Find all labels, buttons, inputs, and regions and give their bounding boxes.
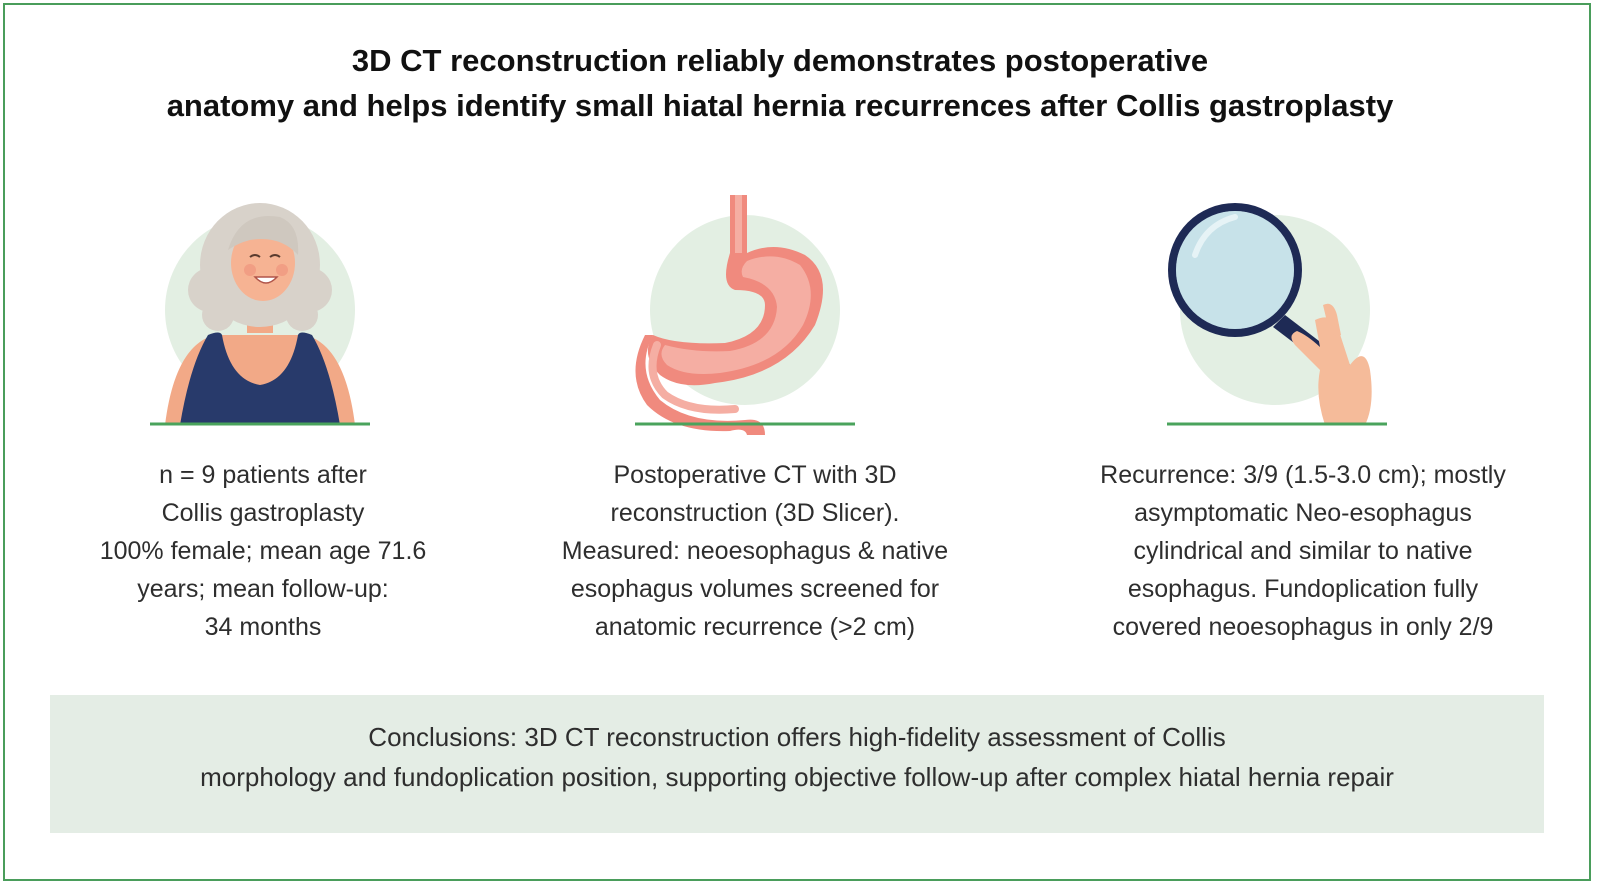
caption-line: esophagus. Fundoplication fully	[1127, 575, 1479, 603]
magnifying-glass-icon	[1168, 203, 1372, 425]
caption-line: asymptomatic Neo-esophagus	[1134, 499, 1472, 527]
panel-results	[1165, 195, 1600, 435]
caption-line: reconstruction (3D Slicer).	[610, 499, 900, 527]
caption-line: 34 months	[204, 613, 322, 641]
caption-line: Recurrence: 3/9 (1.5-3.0 cm); mostly	[1100, 461, 1506, 489]
caption-line: years; mean follow-up:	[137, 575, 389, 603]
caption-method: Postoperative CT with 3D reconstruction …	[525, 456, 985, 646]
conclusion-line-2: morphology and fundoplication position, …	[200, 762, 1394, 792]
infographic-frame	[3, 3, 1591, 881]
caption-line: esophagus volumes screened for	[570, 575, 940, 603]
caption-line: 100% female; mean age 71.6	[99, 537, 427, 565]
caption-line: anatomic recurrence (>2 cm)	[594, 613, 916, 641]
caption-patients: n = 9 patients after Collis gastroplasty…	[33, 456, 493, 646]
caption-line: n = 9 patients after	[159, 461, 367, 489]
panel-patients	[150, 195, 590, 435]
page-title: 3D CT reconstruction reliably demonstrat…	[0, 38, 1560, 128]
caption-line: Collis gastroplasty	[161, 499, 365, 527]
ground-line	[1167, 422, 1387, 426]
caption-line: cylindrical and similar to native	[1133, 537, 1473, 565]
ground-line	[635, 422, 855, 426]
title-line-1: 3D CT reconstruction reliably demonstrat…	[351, 43, 1209, 78]
elderly-woman-icon	[165, 203, 355, 425]
caption-line: Postoperative CT with 3D	[613, 461, 897, 489]
caption-results: Recurrence: 3/9 (1.5-3.0 cm); mostly asy…	[1058, 456, 1548, 646]
caption-line: covered neoesophagus in only 2/9	[1112, 613, 1494, 641]
panel-method	[635, 195, 1075, 435]
conclusion-line-1: Conclusions: 3D CT reconstruction offers…	[368, 722, 1226, 752]
title-line-2: anatomy and helps identify small hiatal …	[166, 88, 1394, 123]
conclusion-box: Conclusions: 3D CT reconstruction offers…	[50, 695, 1544, 833]
stomach-icon	[635, 195, 840, 435]
caption-line: Measured: neoesophagus & native	[561, 537, 949, 565]
conclusion-text: Conclusions: 3D CT reconstruction offers…	[50, 717, 1544, 797]
ground-line	[150, 422, 370, 426]
